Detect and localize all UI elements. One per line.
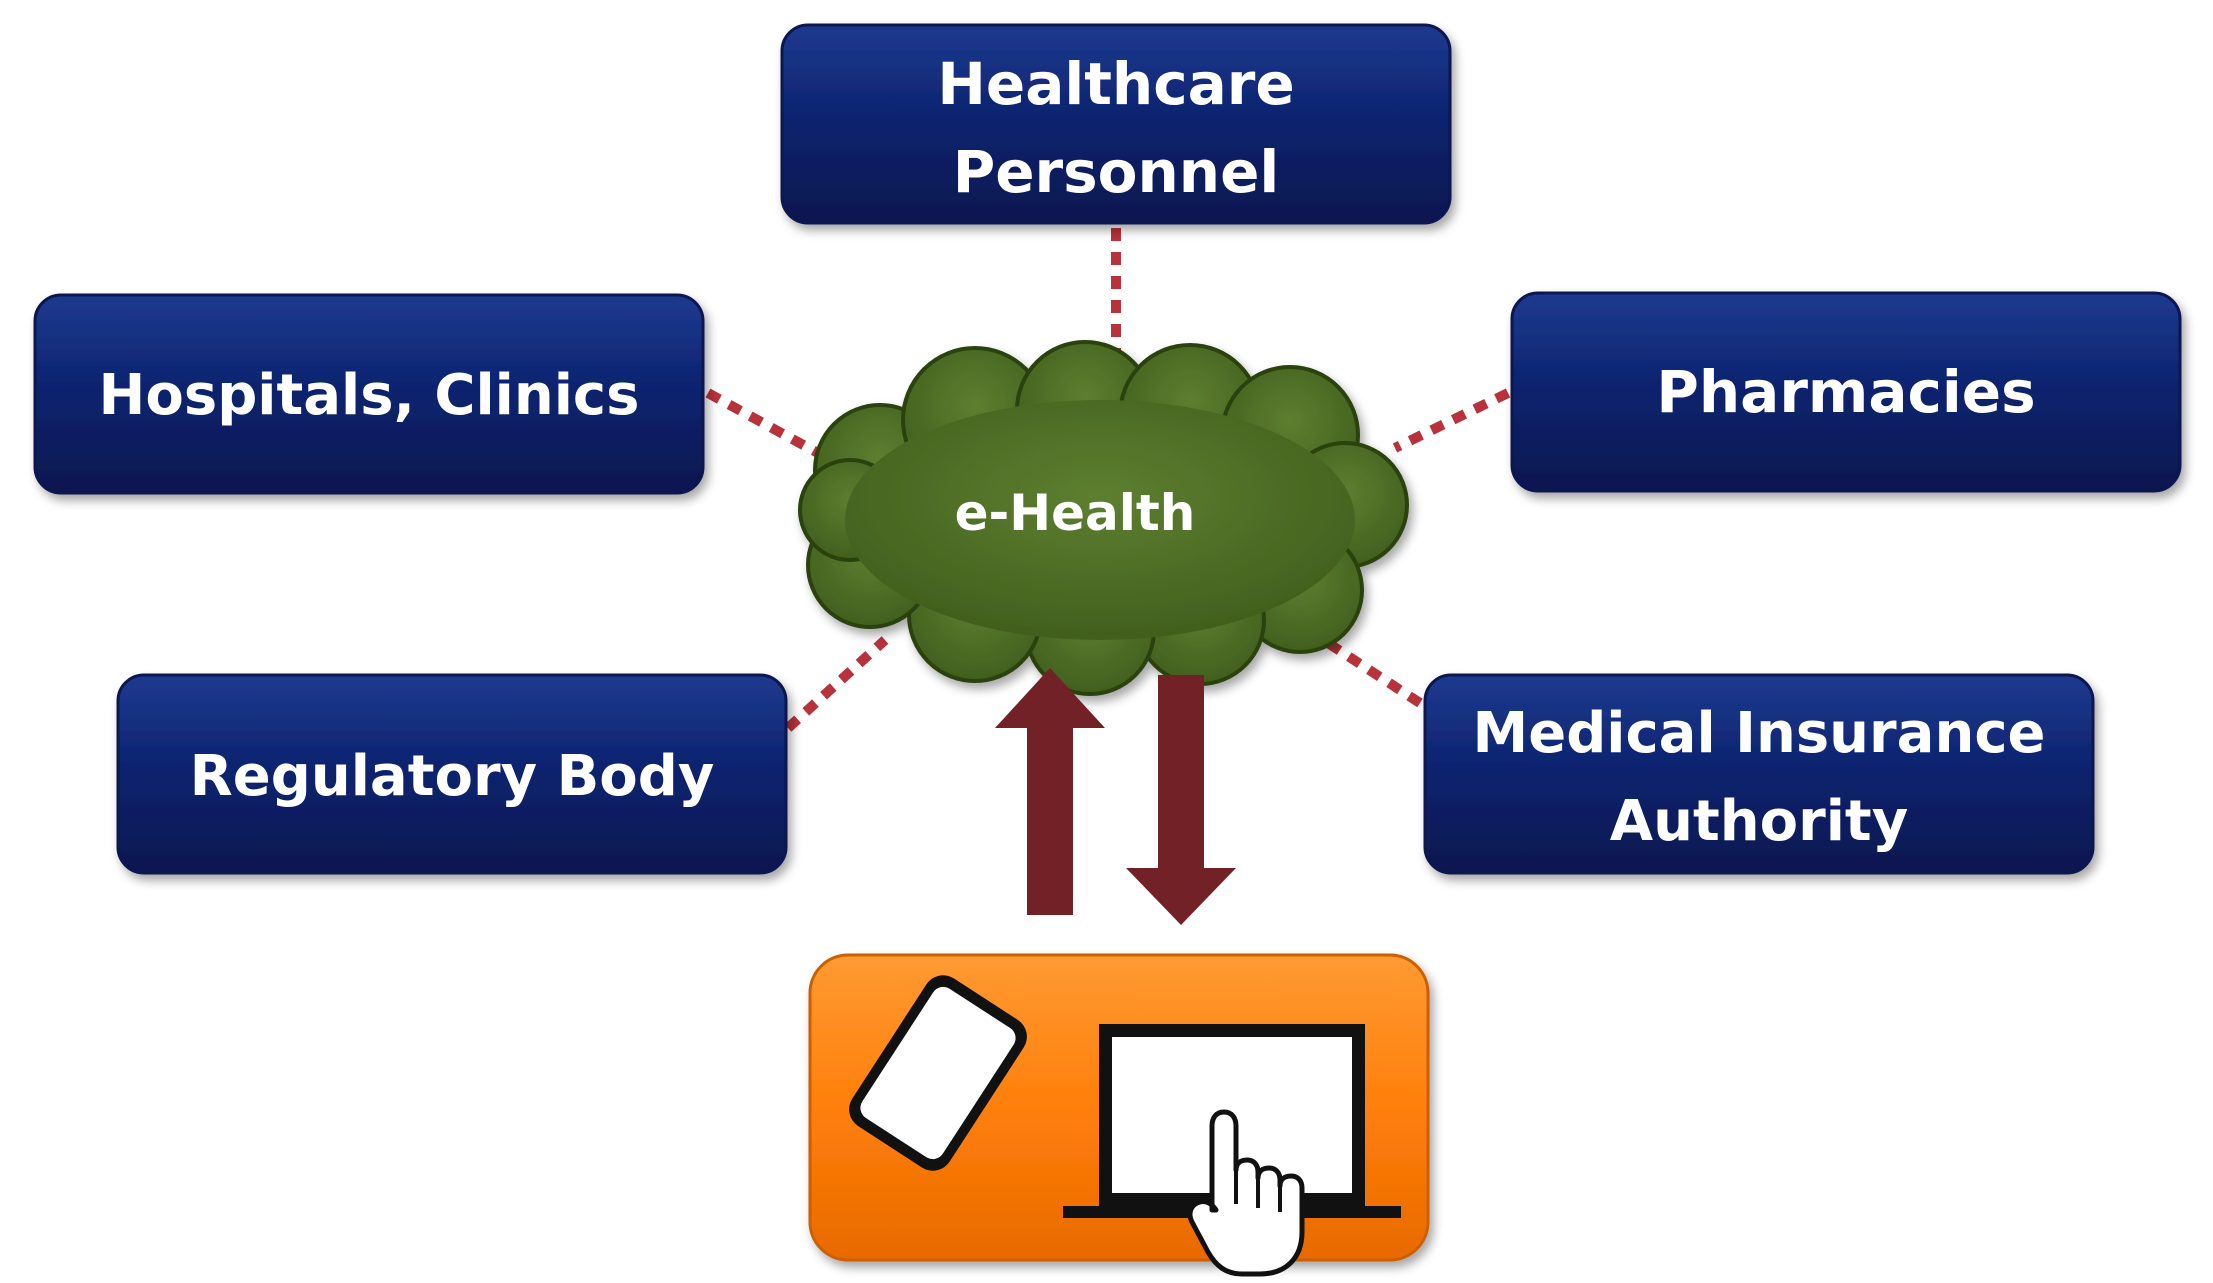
node-pharmacies: Pharmacies (1510, 291, 2182, 493)
connector-regulatory-body (784, 636, 889, 732)
arrow-up-icon (995, 668, 1105, 915)
node-healthcare-personnel: Healthcare Personnel (780, 23, 1452, 225)
smartphone-icon (849, 975, 1027, 1171)
node-regulatory-body: Regulatory Body (116, 673, 788, 875)
node-hospitals-clinics: Hospitals, Clinics (33, 293, 705, 495)
node-medical-insurance-line1: Medical Insurance (1472, 701, 2045, 766)
arrow-up (995, 668, 1105, 915)
node-hospitals-clinics-label: Hospitals, Clinics (99, 363, 640, 428)
node-regulatory-body-label: Regulatory Body (190, 744, 715, 809)
connector-pharmacies (1392, 388, 1511, 453)
e-health-label: e-Health (955, 484, 1196, 542)
node-medical-insurance-line2: Authority (1610, 789, 1908, 854)
node-healthcare-personnel-line2: Personnel (953, 138, 1280, 206)
arrow-down-icon (1126, 675, 1236, 925)
node-pharmacies-label: Pharmacies (1656, 358, 2035, 426)
arrow-down (1126, 675, 1236, 925)
e-health-cloud: e-Health (798, 340, 1409, 696)
hand-pointer-icon (1187, 1109, 1305, 1277)
node-medical-insurance-authority: Medical Insurance Authority (1423, 673, 2095, 875)
node-healthcare-personnel-line1: Healthcare (937, 50, 1294, 118)
